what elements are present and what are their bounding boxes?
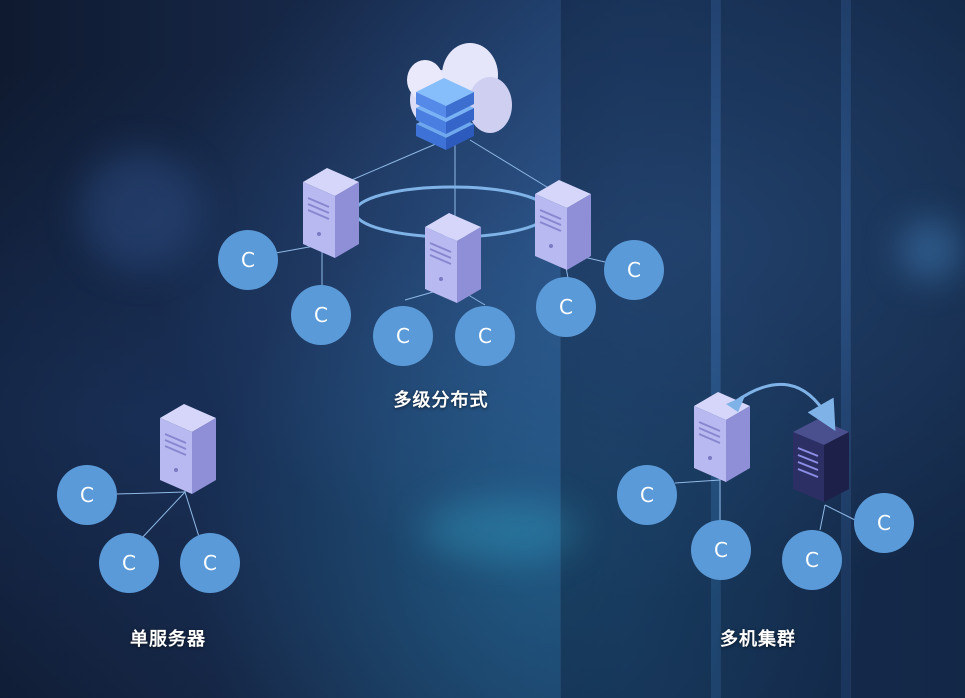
cluster-label: 多机集群 — [720, 629, 796, 650]
client-node: C — [604, 240, 664, 300]
svg-text:C: C — [714, 538, 728, 562]
multi-level-group: C C C C C C — [218, 43, 664, 366]
light-glow — [420, 500, 580, 560]
server-icon — [693, 391, 751, 483]
client-node: C — [99, 533, 159, 593]
light-glow — [80, 150, 200, 270]
server-icon — [424, 212, 482, 304]
svg-text:C: C — [122, 551, 136, 575]
svg-text:C: C — [396, 324, 410, 348]
server-rack — [850, 0, 965, 698]
svg-text:C: C — [314, 303, 328, 327]
server-icon — [534, 179, 592, 271]
svg-text:C: C — [627, 258, 641, 282]
svg-text:C: C — [877, 511, 891, 535]
single-server-group: C C C — [57, 403, 240, 593]
svg-text:C: C — [559, 295, 573, 319]
svg-text:C: C — [478, 324, 492, 348]
svg-text:C: C — [203, 551, 217, 575]
svg-text:C: C — [241, 248, 255, 272]
svg-text:C: C — [640, 483, 654, 507]
client-node: C — [455, 306, 515, 366]
multi-level-label: 多级分布式 — [393, 390, 489, 411]
svg-text:C: C — [80, 483, 94, 507]
cloud-database-icon — [407, 43, 512, 150]
server-icon — [159, 403, 217, 495]
server-rack — [560, 0, 711, 698]
client-node: C — [291, 285, 351, 345]
client-node: C — [57, 465, 117, 525]
client-node: C — [854, 493, 914, 553]
failover-arrow-icon — [734, 382, 836, 432]
client-node: C — [691, 520, 751, 580]
arrow-tail-icon — [726, 396, 745, 412]
client-node: C — [180, 533, 240, 593]
dark-server-icon — [793, 419, 849, 502]
connection-lines — [116, 478, 201, 541]
client-node: C — [536, 277, 596, 337]
client-node: C — [218, 230, 278, 290]
client-node: C — [617, 465, 677, 525]
single-server-label: 单服务器 — [130, 629, 206, 650]
light-glow — [900, 220, 960, 280]
cluster-group: C C C C — [617, 382, 914, 590]
client-node: C — [373, 306, 433, 366]
client-node: C — [782, 530, 842, 590]
server-icon — [302, 167, 360, 259]
svg-text:C: C — [805, 548, 819, 572]
